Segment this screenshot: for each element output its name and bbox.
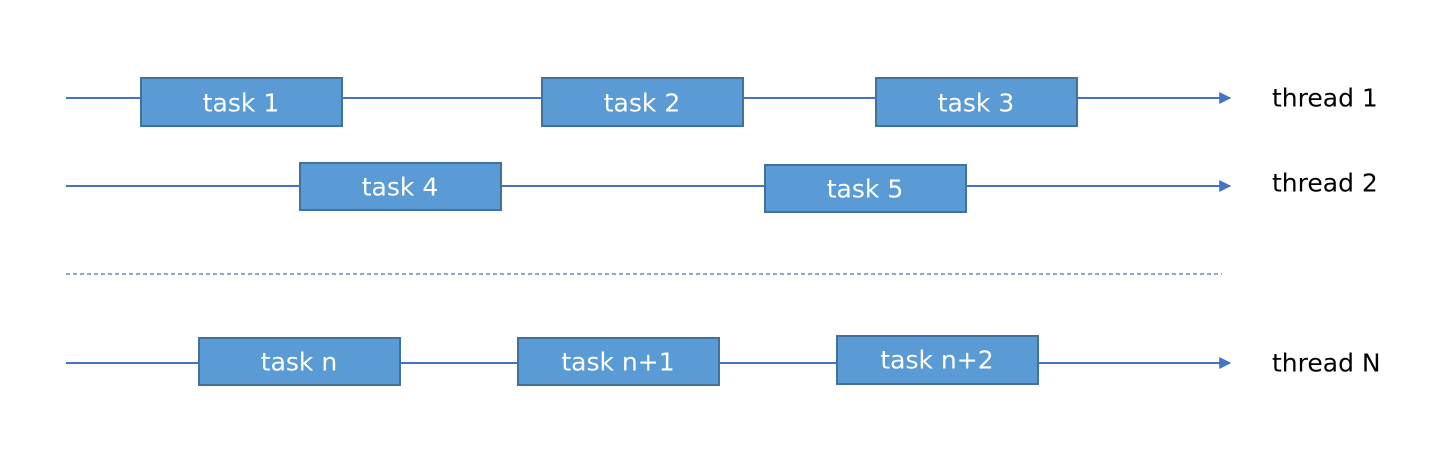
task-5-rect [764, 164, 967, 213]
thread-2-label: thread 2 [1272, 169, 1378, 198]
thread-row-2: task 4 task 5 thread 2 [66, 162, 1378, 213]
task-box-n: task n [198, 337, 401, 386]
task-n-label: task n [261, 348, 337, 377]
task-n-plus-2-rect [836, 335, 1039, 385]
task-2-rect [541, 77, 744, 127]
task-box-n-plus-2: task n+2 [836, 335, 1039, 385]
thread-row-n: task n task n+1 task n+2 thread N [66, 335, 1381, 386]
thread-row-1: task 1 task 2 task 3 thread 1 [66, 77, 1378, 127]
task-box-4: task 4 [299, 162, 502, 211]
task-box-n-plus-1: task n+1 [517, 337, 720, 386]
task-5-label: task 5 [827, 175, 903, 204]
task-3-rect [875, 77, 1078, 127]
task-n-rect [198, 337, 401, 386]
task-n-plus-1-rect [517, 337, 720, 386]
task-box-2: task 2 [541, 77, 744, 127]
task-box-1: task 1 [140, 77, 343, 127]
task-4-rect [299, 162, 502, 211]
task-1-label: task 1 [203, 89, 279, 118]
thread-1-label: thread 1 [1272, 84, 1378, 113]
task-n-plus-2-label: task n+2 [880, 346, 993, 375]
task-n-plus-1-label: task n+1 [561, 348, 674, 377]
task-box-5: task 5 [764, 164, 967, 213]
task-4-label: task 4 [362, 173, 438, 202]
task-3-label: task 3 [938, 89, 1014, 118]
task-2-label: task 2 [604, 89, 680, 118]
thread-n-label: thread N [1272, 349, 1381, 378]
task-box-3: task 3 [875, 77, 1078, 127]
task-1-rect [140, 77, 343, 127]
